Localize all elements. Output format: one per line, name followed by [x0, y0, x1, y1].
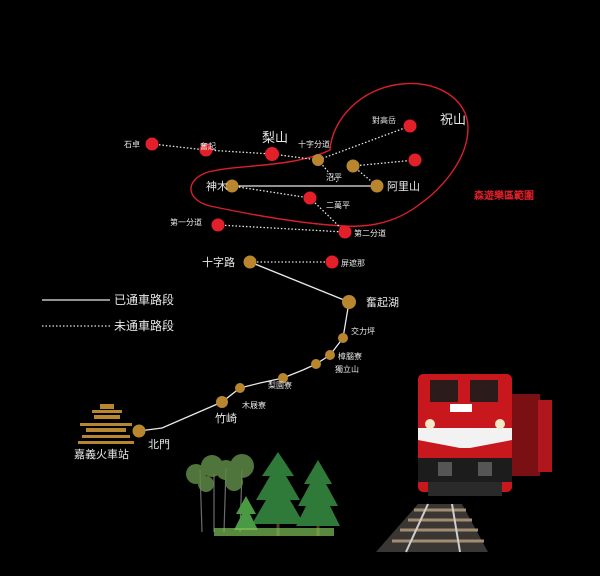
station-zhaoping[interactable]	[346, 159, 360, 173]
station-beimen[interactable]	[132, 424, 146, 438]
station-label: 對高岳	[372, 115, 396, 125]
station-label: 屏遮那	[341, 258, 365, 268]
station-fenqihu[interactable]	[342, 295, 356, 309]
station-label: 交力坪	[351, 326, 375, 336]
recreation-zone-outline	[190, 82, 469, 227]
station-label: 梨山	[262, 131, 288, 146]
station-jiaoliping[interactable]	[338, 333, 348, 343]
station-label: 十字路	[202, 255, 235, 269]
railway-track-icon	[376, 503, 488, 553]
station-alishan[interactable]	[370, 179, 384, 193]
station-shizilu[interactable]	[243, 255, 257, 269]
legend: 已通車路段 未通車路段	[42, 292, 174, 333]
station-label: 第二分道	[354, 228, 386, 238]
station-label: 嘉義火車站	[74, 447, 129, 461]
station-building-icon	[78, 404, 134, 444]
station-zhushan[interactable]	[408, 153, 422, 167]
station-muxiliao[interactable]	[235, 383, 245, 393]
station-label: 竹崎	[215, 411, 237, 425]
station-label: 第一分道	[170, 217, 202, 227]
station-diyifendao[interactable]	[211, 218, 225, 232]
legend-operating-label: 已通車路段	[114, 292, 174, 307]
station-erwanping[interactable]	[303, 191, 317, 205]
station-label: 木屐寮	[242, 400, 266, 410]
station-label: 神木	[206, 179, 228, 193]
station-label: 北門	[148, 438, 170, 451]
station-label: 祝山	[440, 113, 466, 128]
station-shizifendao[interactable]	[312, 154, 324, 166]
station-label: 奮起湖	[366, 295, 399, 309]
station-label: 奮起	[200, 141, 216, 151]
recreation-zone-label: 森遊樂區範圍	[473, 189, 534, 202]
station-markers	[132, 119, 422, 438]
station-zhuqi[interactable]	[216, 396, 228, 408]
station-label: 樟腦寮	[338, 351, 362, 361]
station-shizhuo[interactable]	[145, 137, 159, 151]
station-dierfendao[interactable]	[338, 225, 352, 239]
station-label: 十字分道	[298, 139, 330, 149]
station-liyuanliao[interactable]	[278, 373, 288, 383]
station-label: 梨園寮	[268, 380, 292, 390]
legend-not-operating-label: 未通車路段	[114, 318, 174, 333]
station-lishan[interactable]	[265, 147, 279, 161]
station-labels: 石卓 奮起 梨山 十字分道 對高岳 祝山 沼平 神木 阿里山 二萬平 第一分道 …	[74, 113, 466, 461]
station-duigaoyue[interactable]	[403, 119, 417, 133]
station-fenqi[interactable]	[199, 143, 213, 157]
station-dulishan[interactable]	[311, 359, 321, 369]
forest-icon	[186, 452, 340, 536]
station-label: 石卓	[124, 139, 140, 149]
station-zhangnaoliao[interactable]	[325, 350, 335, 360]
station-pingzhena[interactable]	[325, 255, 339, 269]
station-shenmu[interactable]	[225, 179, 239, 193]
station-label: 獨立山	[335, 364, 359, 374]
locomotive-icon	[418, 374, 552, 496]
station-label: 二萬平	[326, 200, 350, 210]
station-label: 阿里山	[387, 180, 420, 193]
station-label: 沼平	[326, 173, 342, 182]
